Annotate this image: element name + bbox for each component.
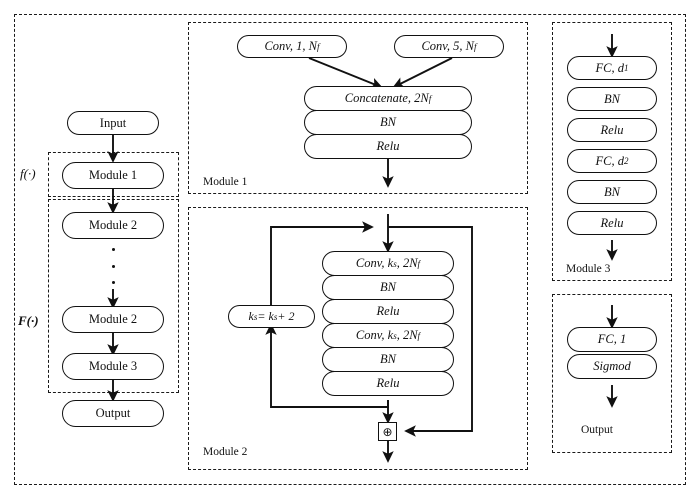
node-m2-relu-b-text: Relu	[376, 376, 400, 390]
node-m3-relu-a: Relu	[567, 118, 657, 142]
node-conv-1-nf-text: Conv, 1, N	[264, 39, 318, 53]
node-input: Input	[67, 111, 159, 135]
node-m2-relu-a-text: Relu	[376, 304, 400, 318]
panel-module2-detail-label: Module 2	[200, 446, 251, 458]
panel-output-detail	[552, 294, 672, 453]
residual-add-symbol: ⊕	[382, 424, 393, 439]
node-m3-bn-a: BN	[567, 87, 657, 111]
node-m2-conv-b-text: Conv, k	[355, 328, 394, 342]
node-sigmod-text: Sigmod	[593, 359, 631, 373]
label-F-function: F(·)	[18, 313, 39, 328]
node-module3-label: Module 3	[88, 359, 138, 373]
node-m2-bn-b: BN	[322, 347, 454, 372]
label-f-function: f(·)	[20, 166, 36, 181]
panel-module3-detail	[552, 22, 672, 281]
node-conv-5-nf-sub: f	[474, 41, 477, 52]
node-m2-conv-a-sub2: f	[417, 258, 421, 269]
node-module2-first-label: Module 2	[88, 218, 138, 232]
node-m2-bn-a: BN	[322, 275, 454, 300]
node-fc-d1-sub: 1	[623, 63, 629, 73]
node-concatenate-text: Concatenate, 2N	[344, 91, 429, 105]
node-fc-1: FC, 1	[567, 327, 657, 352]
node-sigmod: Sigmod	[567, 354, 657, 379]
panel-module3-detail-label: Module 3	[563, 263, 614, 275]
panel-module1-detail	[188, 22, 528, 194]
node-m3-relu-b: Relu	[567, 211, 657, 235]
node-input-label: Input	[99, 115, 127, 130]
node-m3-relu-a-text: Relu	[600, 122, 624, 137]
node-m1-bn-text: BN	[380, 115, 396, 129]
node-fc-1-text: FC, 1	[597, 332, 627, 346]
node-m2-conv-b-tail: , 2N	[396, 328, 418, 342]
panel-outer	[14, 14, 686, 485]
node-fc-d2-sub: 2	[623, 156, 629, 166]
node-ks-update-k1: k	[248, 309, 254, 323]
node-residual-add: ⊕	[378, 422, 397, 441]
node-m3-relu-b-text: Relu	[600, 215, 624, 230]
node-m3-bn-a-text: BN	[604, 91, 620, 106]
node-ks-update-sub1: s	[253, 311, 258, 322]
node-m2-conv-a-tail: , 2N	[396, 256, 418, 270]
node-ks-update-sub2: s	[273, 311, 278, 322]
node-m2-bn-b-text: BN	[380, 352, 396, 366]
node-output-label: Output	[95, 406, 131, 420]
node-conv-5-nf-text: Conv, 5, N	[421, 39, 475, 53]
node-m2-conv-a-text: Conv, k	[355, 256, 394, 270]
node-ks-update-mid: = k	[257, 309, 274, 323]
panel-output-detail-label: Output	[578, 424, 616, 436]
node-ks-update-tail: + 2	[277, 309, 295, 323]
node-concatenate-sub: f	[428, 93, 432, 104]
panel-module1-detail-label: Module 1	[200, 176, 251, 188]
node-module1: Module 1	[62, 162, 164, 189]
node-m3-bn-b: BN	[567, 180, 657, 204]
node-output: Output	[62, 400, 164, 427]
node-m2-relu-a: Relu	[322, 299, 454, 324]
node-fc-d2-text: FC, d	[595, 153, 624, 168]
vertical-ellipsis	[111, 248, 115, 284]
node-m3-bn-b-text: BN	[604, 184, 620, 199]
panel-module2-detail	[188, 207, 528, 470]
node-module3: Module 3	[62, 353, 164, 380]
node-m2-conv-a-sub: s	[393, 258, 397, 269]
node-m2-relu-b: Relu	[322, 371, 454, 396]
node-module2-first: Module 2	[62, 212, 164, 239]
node-module2-last: Module 2	[62, 306, 164, 333]
node-fc-d1-text: FC, d	[595, 60, 624, 75]
node-conv-1-nf-sub: f	[317, 41, 320, 52]
node-module1-label: Module 1	[88, 168, 138, 182]
node-module2-last-label: Module 2	[88, 312, 138, 326]
node-m1-relu: Relu	[304, 134, 472, 159]
node-m2-conv-b-sub: s	[393, 330, 397, 341]
node-m1-relu-text: Relu	[376, 139, 400, 153]
node-m2-conv-b-sub2: f	[417, 330, 421, 341]
node-m1-bn: BN	[304, 110, 472, 135]
node-m2-bn-a-text: BN	[380, 280, 396, 294]
